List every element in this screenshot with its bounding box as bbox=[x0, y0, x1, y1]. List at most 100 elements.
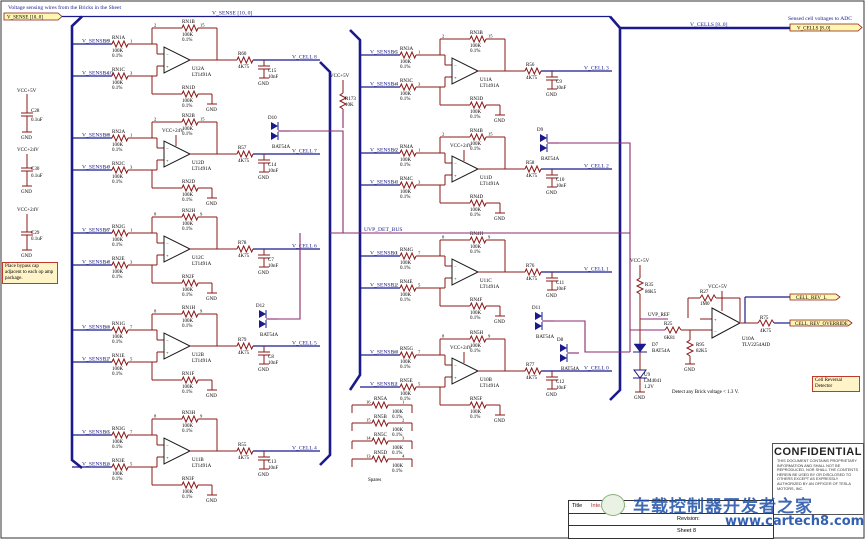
svg-text:C13: C13 bbox=[268, 460, 277, 465]
svg-text:7: 7 bbox=[418, 251, 421, 256]
svg-text:0.1%: 0.1% bbox=[470, 49, 480, 54]
opamp-label: U12A bbox=[192, 67, 205, 72]
sense-label: V_SENSE 2 bbox=[370, 283, 398, 289]
opamp-label: U11D bbox=[480, 176, 492, 181]
svg-text:LM4041: LM4041 bbox=[644, 379, 662, 384]
svg-text:−: − bbox=[166, 338, 169, 343]
svg-text:+: + bbox=[166, 64, 169, 69]
svg-text:GND: GND bbox=[21, 136, 32, 141]
svg-text:GND: GND bbox=[258, 473, 269, 478]
svg-text:LT1491A: LT1491A bbox=[192, 359, 212, 364]
svg-text:12: 12 bbox=[392, 382, 397, 387]
svg-text:0.1%: 0.1% bbox=[182, 324, 192, 329]
svg-text:C7: C7 bbox=[268, 258, 274, 263]
svg-text:0.1%: 0.1% bbox=[182, 390, 192, 395]
svg-text:4K75: 4K75 bbox=[238, 159, 250, 164]
svg-text:GND: GND bbox=[206, 394, 217, 399]
opamp bbox=[163, 437, 192, 465]
opamp-label: U12B bbox=[192, 353, 205, 358]
spare-label: RN5D bbox=[374, 451, 387, 456]
svg-text:9: 9 bbox=[200, 414, 203, 419]
out-resistor-label: R57 bbox=[238, 146, 247, 151]
svg-text:100K: 100K bbox=[182, 385, 194, 390]
svg-text:0.1%: 0.1% bbox=[182, 198, 192, 203]
svg-text:3: 3 bbox=[418, 180, 421, 185]
svg-text:0.1%: 0.1% bbox=[112, 372, 122, 377]
out-resistor-label: R79 bbox=[238, 338, 247, 343]
svg-text:0.1%: 0.1% bbox=[392, 433, 402, 438]
svg-text:C11: C11 bbox=[556, 281, 565, 286]
svg-text:100K: 100K bbox=[400, 92, 412, 97]
svg-text:0.1%: 0.1% bbox=[182, 293, 192, 298]
svg-text:0.1uF: 0.1uF bbox=[31, 237, 43, 242]
sense-label: V_SENSE 5 bbox=[370, 50, 398, 56]
svg-text:10nF: 10nF bbox=[556, 287, 567, 292]
svg-text:0.1%: 0.1% bbox=[112, 54, 122, 59]
svg-text:4K75: 4K75 bbox=[526, 376, 538, 381]
svg-text:0.1%: 0.1% bbox=[470, 316, 480, 321]
svg-text:TLV2254AID: TLV2254AID bbox=[742, 343, 771, 348]
svg-text:100K: 100K bbox=[400, 190, 412, 195]
vcell-label: V_CELL 7 bbox=[292, 149, 317, 155]
svg-text:RN4B: RN4B bbox=[470, 129, 483, 134]
svg-text:C9: C9 bbox=[556, 80, 562, 85]
svg-text:12: 12 bbox=[104, 357, 109, 362]
svg-text:1: 1 bbox=[418, 148, 421, 153]
svg-text:5: 5 bbox=[418, 382, 421, 387]
spare-label: RN5C bbox=[374, 433, 387, 438]
rnet-label: RN4C bbox=[400, 177, 413, 182]
svg-text:100K: 100K bbox=[470, 344, 482, 349]
svg-text:BAT54A: BAT54A bbox=[561, 367, 579, 372]
svg-text:1.2V: 1.2V bbox=[644, 385, 654, 390]
svg-text:4K75: 4K75 bbox=[238, 65, 250, 70]
svg-text:GND: GND bbox=[494, 419, 505, 424]
svg-text:GND: GND bbox=[258, 271, 269, 276]
svg-text:LT1491A: LT1491A bbox=[480, 285, 500, 290]
svg-text:−: − bbox=[166, 443, 169, 448]
svg-text:4K75: 4K75 bbox=[760, 329, 772, 334]
svg-text:0.1%: 0.1% bbox=[470, 349, 480, 354]
opamp-label: U11A bbox=[480, 78, 492, 83]
svg-text:9: 9 bbox=[200, 309, 203, 314]
svg-text:GND: GND bbox=[21, 254, 32, 259]
svg-text:15: 15 bbox=[200, 117, 205, 122]
svg-text:100K: 100K bbox=[400, 293, 412, 298]
svg-text:−: − bbox=[454, 161, 457, 166]
svg-text:0.1%: 0.1% bbox=[182, 104, 192, 109]
spare-label: RN5B bbox=[374, 415, 387, 420]
sense-label: V_SENSE 9 bbox=[82, 165, 110, 171]
svg-text:VCC+24V: VCC+24V bbox=[17, 208, 39, 213]
svg-text:8: 8 bbox=[154, 212, 157, 217]
svg-text:7: 7 bbox=[418, 350, 421, 355]
opamp bbox=[163, 46, 192, 74]
vcells-port-shape bbox=[789, 23, 863, 32]
svg-text:0.1%: 0.1% bbox=[400, 65, 410, 70]
rnet-label: RN1A bbox=[112, 36, 125, 41]
rnet-label: RN3A bbox=[400, 47, 413, 52]
opamp bbox=[451, 57, 480, 85]
confidential-block: CONFIDENTIAL THIS DOCUMENT CONTAINS PROP… bbox=[772, 443, 864, 515]
vsense-port-label: V_SENSE [10..0] bbox=[7, 16, 43, 21]
svg-text:100K: 100K bbox=[470, 245, 482, 250]
sheet-value: 8 bbox=[693, 528, 697, 534]
sense-label: V_SENSE 1 bbox=[370, 382, 398, 388]
svg-text:U10A: U10A bbox=[742, 337, 755, 342]
out-resistor-label: R78 bbox=[238, 241, 247, 246]
svg-text:100K: 100K bbox=[400, 158, 412, 163]
svg-text:12: 12 bbox=[104, 462, 109, 467]
spare-label: RN5A bbox=[374, 397, 387, 402]
svg-text:15: 15 bbox=[488, 34, 493, 39]
sense-label: V_SENSE 6 bbox=[82, 325, 110, 331]
svg-text:D9: D9 bbox=[537, 128, 544, 133]
svg-text:LT1491A: LT1491A bbox=[480, 84, 500, 89]
svg-text:100K: 100K bbox=[470, 208, 482, 213]
svg-text:15: 15 bbox=[200, 23, 205, 28]
svg-text:10: 10 bbox=[392, 350, 397, 355]
svg-text:100K: 100K bbox=[112, 238, 124, 243]
svg-text:GND: GND bbox=[546, 393, 557, 398]
svg-text:10nF: 10nF bbox=[268, 264, 279, 269]
svg-text:0.1%: 0.1% bbox=[112, 275, 122, 280]
confidential-title: CONFIDENTIAL bbox=[774, 446, 862, 458]
